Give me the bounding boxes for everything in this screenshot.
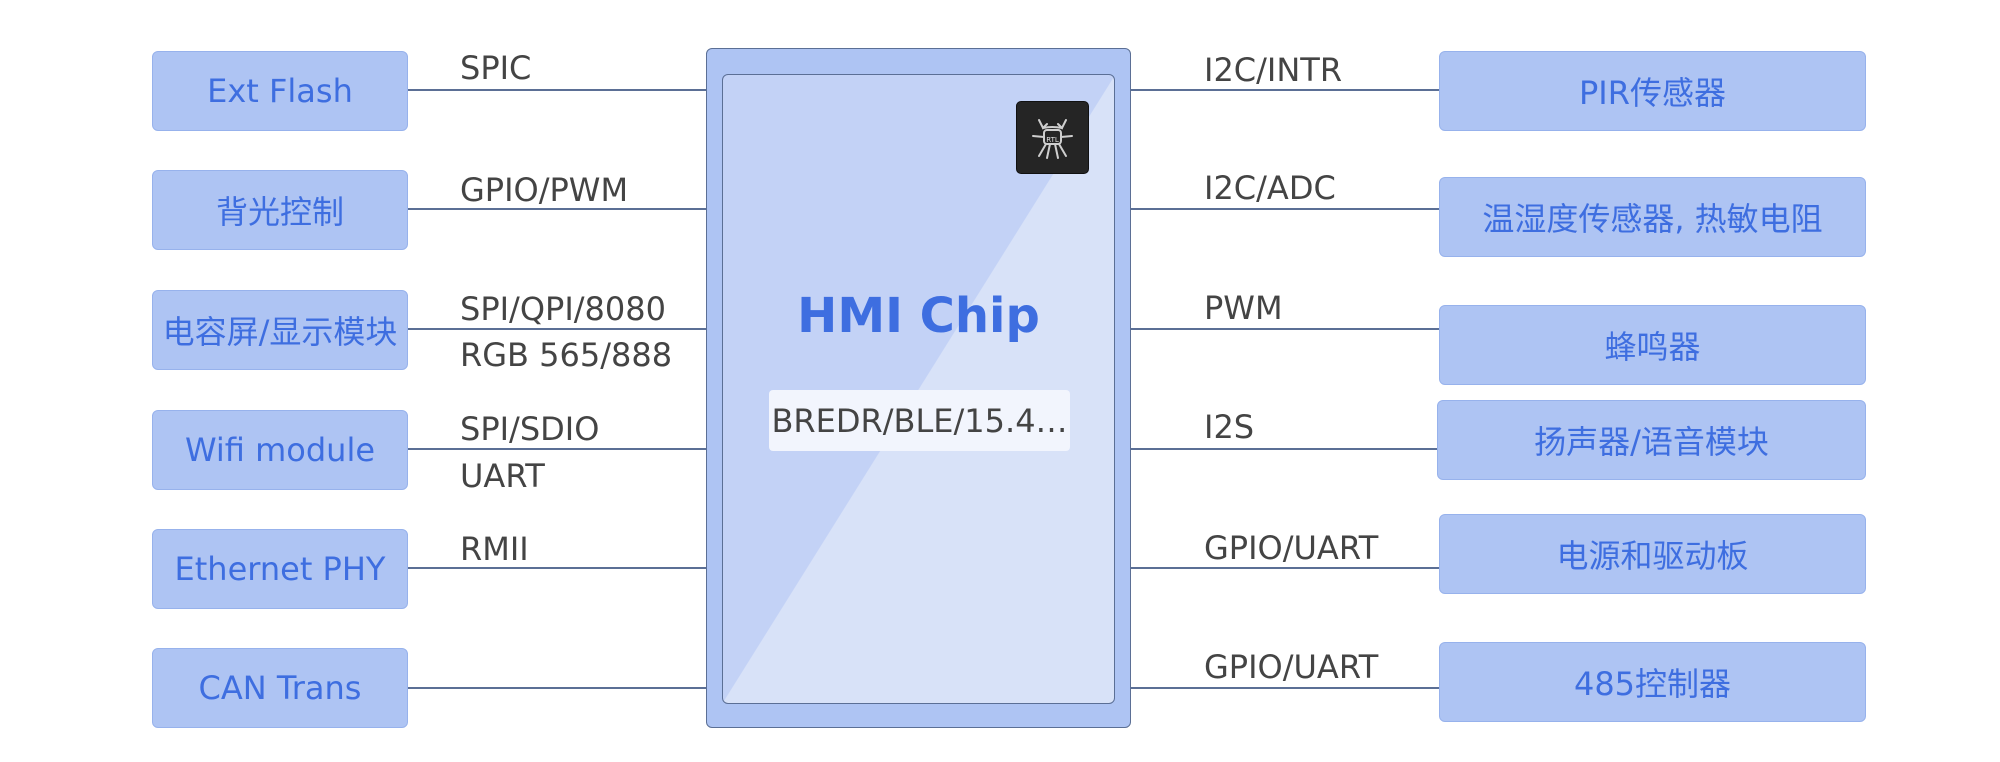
interface-label-uart: UART (460, 457, 545, 495)
peripheral-can-transceiver: CAN Trans (152, 648, 408, 728)
interface-label-i2c-adc: I2C/ADC (1204, 169, 1336, 207)
interface-label-gpio-pwm: GPIO/PWM (460, 171, 629, 209)
interface-label-i2c-intr: I2C/INTR (1204, 51, 1343, 89)
interface-label-spic: SPIC (460, 49, 532, 87)
peripheral-power-driver-board: 电源和驱动板 (1439, 514, 1866, 594)
chip-inner-panel (722, 74, 1115, 704)
chip-protocol-label: BREDR/BLE/15.4… (769, 390, 1070, 451)
peripheral-485-controller: 485控制器 (1439, 642, 1866, 722)
peripheral-pir-sensor: PIR传感器 (1439, 51, 1866, 131)
peripheral-wifi-module: Wifi module (152, 410, 408, 490)
interface-label-spi-qpi-8080: SPI/QPI/8080 (460, 290, 666, 328)
peripheral-speaker-voice-module: 扬声器/语音模块 (1437, 400, 1866, 480)
interface-label-rgb-565-888: RGB 565/888 (460, 336, 673, 374)
interface-label-pwm: PWM (1204, 289, 1283, 327)
interface-label-gpio-uart: GPIO/UART (1204, 648, 1379, 686)
peripheral-ethernet-phy: Ethernet PHY (152, 529, 408, 609)
peripheral-ext-flash: Ext Flash (152, 51, 408, 131)
crab-mascot-icon: RTL (1016, 101, 1089, 174)
interface-label-spi-sdio: SPI/SDIO (460, 410, 600, 448)
interface-label-gpio-uart: GPIO/UART (1204, 529, 1379, 567)
peripheral-backlight-control: 背光控制 (152, 170, 408, 250)
chip-title: HMI Chip (797, 288, 1040, 344)
peripheral-temp-humidity-sensor: 温湿度传感器, 热敏电阻 (1439, 177, 1866, 257)
svg-text:RTL: RTL (1046, 136, 1059, 144)
interface-label-i2s: I2S (1204, 408, 1255, 446)
interface-label-rmii: RMII (460, 530, 529, 568)
peripheral-buzzer: 蜂鸣器 (1439, 305, 1866, 385)
peripheral-touch-display-module: 电容屏/显示模块 (152, 290, 408, 370)
